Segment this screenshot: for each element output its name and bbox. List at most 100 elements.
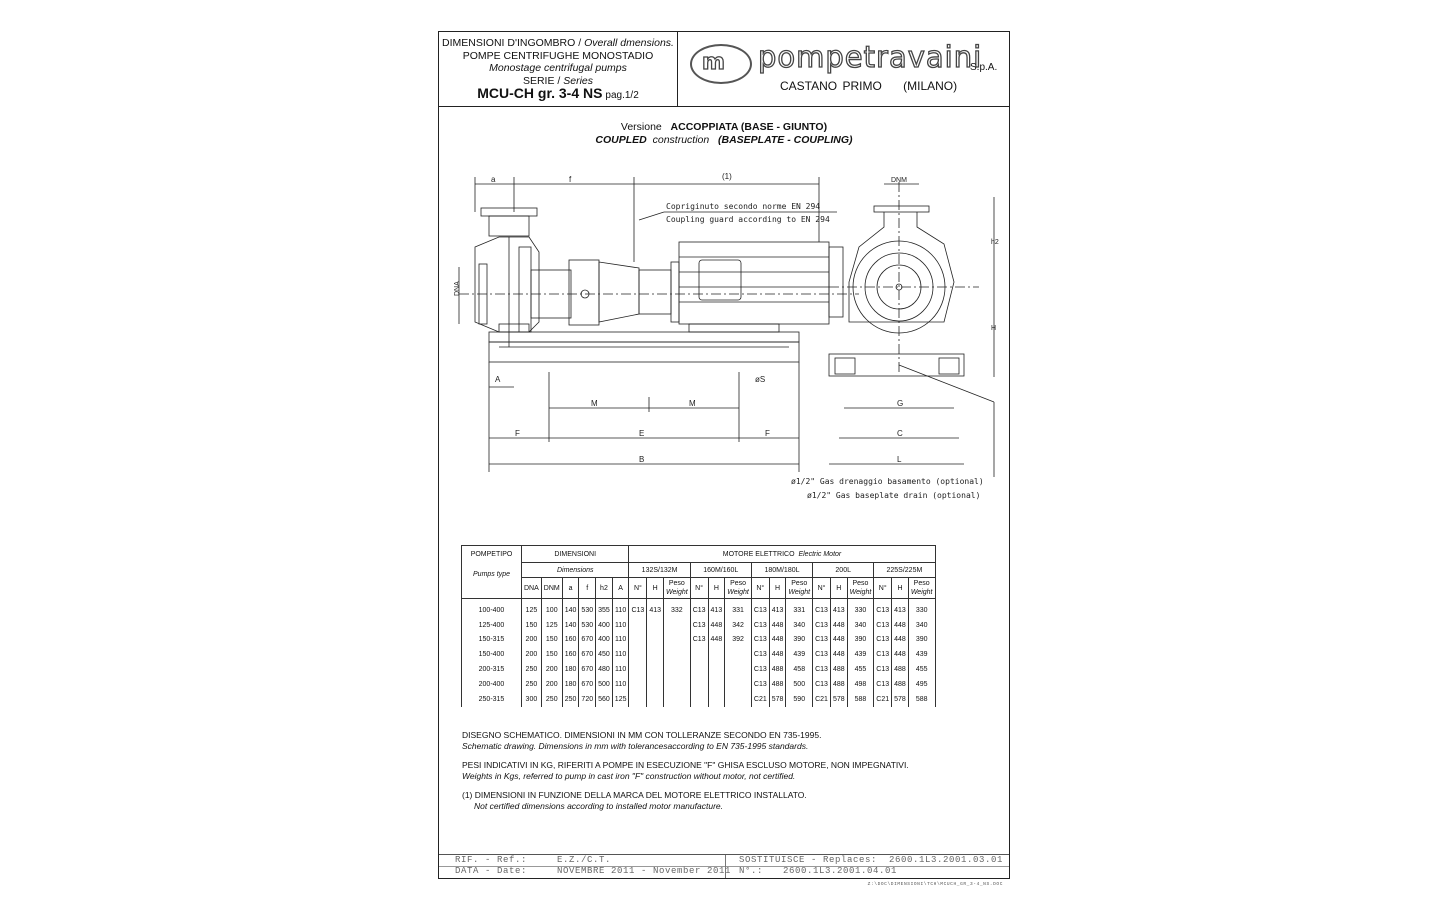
company-name: pompetravaini [757, 39, 983, 74]
replaces-label: SOSTITUISCE - Replaces: [739, 855, 878, 865]
motor-cell: 448 [891, 617, 909, 633]
motor-size-header: 200L [812, 562, 875, 578]
ref-value: E.Z./C.T. [557, 855, 612, 865]
peso-label: Peso [913, 580, 930, 587]
motor-cell: C13 [750, 598, 770, 618]
motor-cell [628, 617, 648, 633]
col-pump-type-en: Pumps type [473, 571, 510, 578]
motor-cell: C13 [750, 676, 770, 692]
motor-cell: 488 [768, 676, 787, 692]
col-dimensions-en: Dimensions [520, 562, 630, 578]
title-block: DIMENSIONI D'INGOMBRO / Overall dmension… [439, 32, 1009, 107]
province: (MILANO) [903, 79, 958, 93]
page-number: pag.1/2 [605, 90, 639, 101]
technical-drawing: a f (1) [454, 172, 999, 500]
footer-block: RIF. - Ref.: E.Z./C.T. DATA - Date: NOVE… [439, 854, 1009, 887]
motor-cell [646, 617, 665, 633]
motor-cell: 448 [707, 632, 726, 648]
motor-col-header: H [768, 577, 787, 599]
motor-cell [628, 676, 648, 692]
dimension-cell: 250 [540, 691, 563, 707]
dimension-cell: 355 [595, 598, 613, 618]
motor-cell [707, 676, 726, 692]
motor-cell: 578 [829, 691, 848, 707]
dim-M1: M [591, 399, 598, 408]
file-path: Z:\DOC\DIMENSIONI\TCH\MCUCH_GR_3-4_NS.DO… [867, 882, 1003, 887]
dim-M2: M [689, 399, 696, 408]
dim-S: øS [755, 375, 765, 384]
dimension-cell: 450 [595, 647, 613, 663]
dim-G: G [897, 399, 903, 408]
motor-cell [663, 691, 691, 707]
motor-cell [707, 662, 726, 677]
subtitle-en: Monostage centrifugal pumps [489, 62, 627, 74]
company-address: CASTANO PRIMO (MILANO) [780, 79, 957, 93]
motor-cell: C21 [873, 691, 893, 707]
dimension-cell: 150 [540, 647, 563, 663]
dim-F2: F [765, 429, 770, 438]
dimensions-table: POMPETIPO Pumps type DIMENSIONI MOTORE E… [461, 545, 936, 707]
motor-cell: 455 [907, 662, 936, 677]
motor-cell: 448 [829, 632, 848, 648]
motor-cell [689, 662, 709, 677]
ref-label: RIF. - Ref.: [455, 855, 528, 865]
model-title: MCU-CH gr. 3-4 NS [477, 85, 603, 101]
motor-cell [663, 647, 691, 663]
motor-cell: 500 [785, 676, 814, 692]
motor-cell [646, 676, 665, 692]
motor-cell: C13 [628, 598, 648, 618]
motor-cell: 413 [768, 598, 787, 618]
motor-cell: C13 [873, 617, 893, 633]
motor-cell: 340 [907, 617, 936, 633]
motor-cell: 488 [829, 662, 848, 677]
dimension-cell: 160 [561, 632, 580, 648]
motor-cell [707, 647, 726, 663]
dimension-cell: 670 [578, 632, 597, 648]
motor-cell: 448 [707, 617, 726, 633]
dimension-cell: 670 [578, 647, 597, 663]
motor-cell: C13 [689, 598, 709, 618]
motor-col-header: H [829, 577, 848, 599]
peso-label: Peso [791, 580, 808, 587]
motor-cell [628, 647, 648, 663]
motor-cell: 331 [724, 598, 752, 618]
dimension-cell: 250 [561, 691, 580, 707]
dimension-cell: 400 [595, 632, 613, 648]
dimension-cell: 720 [578, 691, 597, 707]
motor-col-header: H [707, 577, 726, 599]
dimension-cell: 670 [578, 662, 597, 677]
motor-cell [628, 632, 648, 648]
dim-motor: (1) [722, 172, 732, 181]
dim-col-header: DNM [540, 577, 563, 599]
motor-cell: 448 [891, 632, 909, 648]
dimension-cell: 110 [611, 632, 630, 648]
motor-cell [663, 617, 691, 633]
motor-cell: 331 [785, 598, 814, 618]
dimension-cell: 250 [521, 662, 542, 677]
front-view: DNM h2 H G C L ø1/2" Gas drenaggio basam… [791, 177, 999, 500]
dim-F1: F [515, 429, 520, 438]
dim-L: L [897, 455, 902, 464]
motor-cell: C13 [873, 676, 893, 692]
pump-type-cell: 200-400 [461, 676, 522, 692]
dimension-cell: 180 [561, 676, 580, 692]
motor-col-header: N° [750, 577, 770, 599]
motor-cell: 439 [907, 647, 936, 663]
motor-cell: C13 [750, 647, 770, 663]
motor-col-header: H [891, 577, 909, 599]
motor-cell: 330 [907, 598, 936, 618]
motor-size-header: 180M/180L [750, 562, 814, 578]
motor-cell: 413 [891, 598, 909, 618]
motor-cell: 448 [768, 632, 787, 648]
notes: DISEGNO SCHEMATICO. DIMENSIONI IN MM CON… [462, 730, 982, 820]
drawing-sheet: DIMENSIONI D'INGOMBRO / Overall dmension… [438, 31, 1010, 887]
col-pump-type-it: POMPETIPO [470, 551, 513, 558]
motor-cell [663, 632, 691, 648]
motor-cell [628, 662, 648, 677]
motor-col-header: N° [689, 577, 709, 599]
